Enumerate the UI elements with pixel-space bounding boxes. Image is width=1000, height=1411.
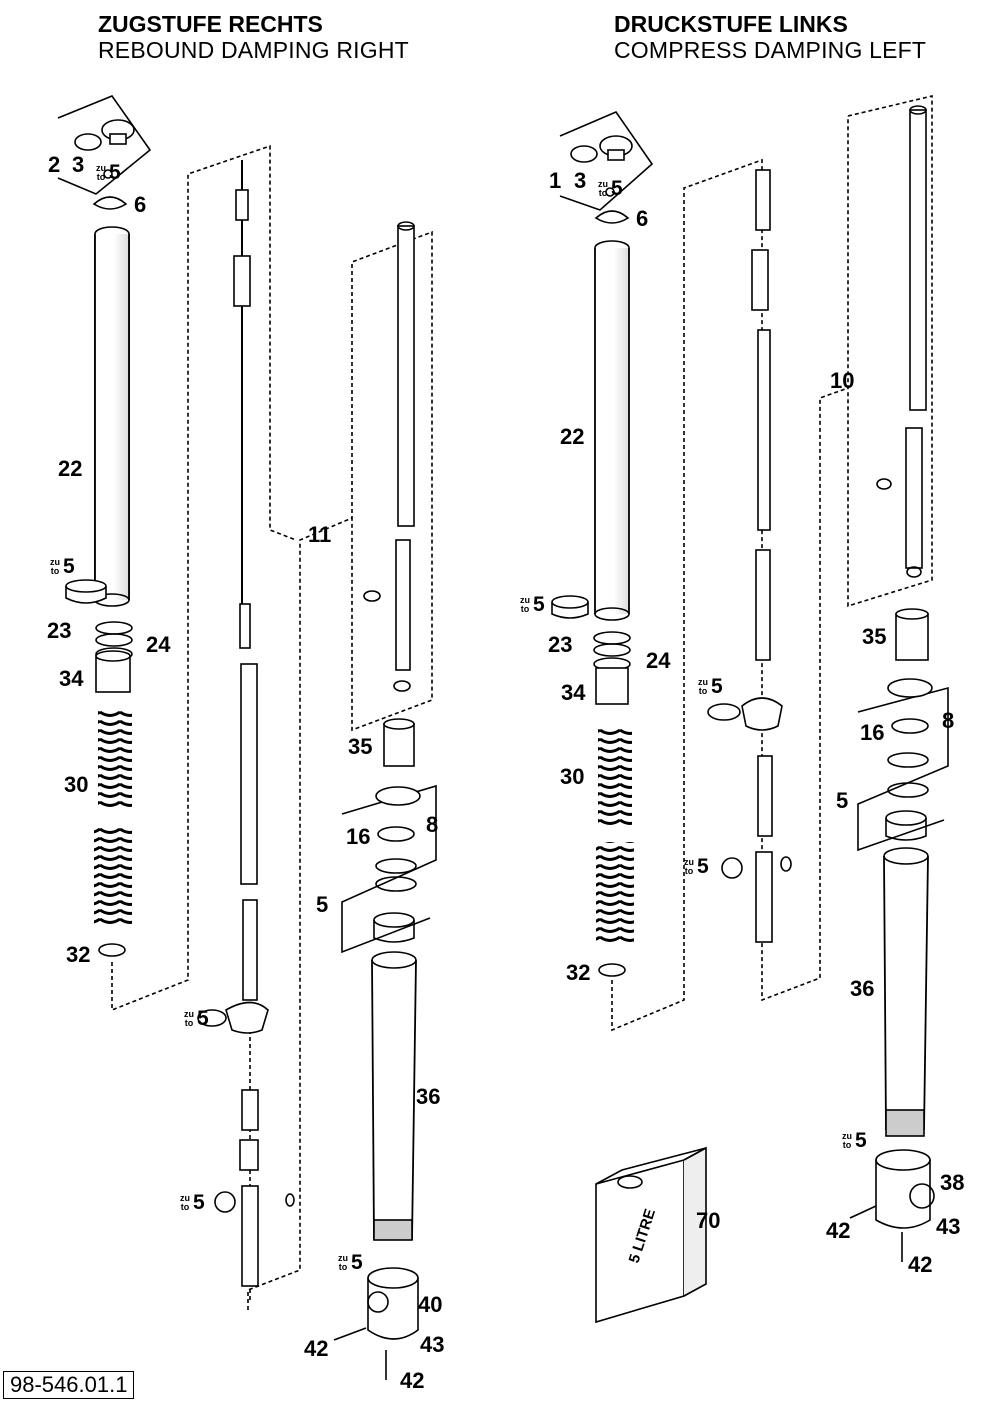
label-34: 34	[59, 666, 84, 691]
label-43: 43	[420, 1332, 445, 1357]
label-r-42-a: 42	[826, 1218, 851, 1243]
label-36: 36	[416, 1084, 441, 1109]
right-title-english: COMPRESS DAMPING LEFT	[614, 37, 927, 63]
left-outer-tube	[371, 959, 417, 1241]
label-8: 8	[426, 812, 439, 837]
right-cap-bracket	[559, 111, 654, 211]
left-oring-icon	[74, 133, 102, 151]
right-axle-foot	[875, 1160, 931, 1229]
left-spacer	[95, 655, 131, 693]
label-30: 30	[64, 772, 89, 797]
left-title-german: ZUGSTUFE RECHTS	[98, 11, 323, 37]
label-16: 16	[346, 824, 371, 849]
label-r-1: 1	[549, 168, 562, 193]
label-r-32: 32	[566, 960, 591, 985]
right-spring-upper	[598, 728, 632, 828]
left-seal-bracket	[341, 784, 437, 954]
label-r-5-bracket: 5	[836, 788, 849, 813]
label-2: 2	[48, 152, 61, 177]
right-title: DRUCKSTUFE LINKS COMPRESS DAMPING LEFT	[614, 11, 926, 63]
label-r-22: 22	[560, 424, 585, 449]
label-24: 24	[146, 632, 171, 657]
left-cap-bracket	[57, 95, 152, 195]
left-axle-foot	[367, 1278, 419, 1340]
label-r-6: 6	[636, 206, 649, 231]
label-5-bracket: 5	[316, 892, 329, 917]
right-cartridge-bracket	[847, 94, 933, 608]
document-number: 98-546.01.1	[3, 1371, 135, 1399]
label-r-16: 16	[860, 720, 885, 745]
left-spring-lower	[94, 826, 132, 926]
label-23: 23	[47, 618, 72, 643]
label-r-10: 10	[830, 368, 855, 393]
label-r-8: 8	[942, 708, 955, 733]
left-washer-icon	[92, 196, 128, 210]
left-cartridge-tube	[397, 225, 415, 527]
right-title-german: DRUCKSTUFE LINKS	[614, 11, 848, 37]
label-r-23: 23	[548, 632, 573, 657]
right-dash-bracket	[611, 158, 849, 1032]
left-dash-bracket	[111, 144, 297, 1012]
label-40: 40	[418, 1292, 443, 1317]
right-fork-tube	[595, 248, 629, 614]
label-32: 32	[66, 942, 91, 967]
label-r-38: 38	[940, 1170, 965, 1195]
right-spring-lower	[596, 842, 634, 942]
label-42-a: 42	[304, 1336, 329, 1361]
label-r-35: 35	[862, 624, 887, 649]
label-r-34: 34	[561, 680, 586, 705]
left-cartridge-bracket	[247, 230, 433, 1310]
label-6: 6	[134, 192, 147, 217]
label-r-70: 70	[696, 1208, 721, 1233]
label-r-3: 3	[574, 168, 587, 193]
label-r-30: 30	[560, 764, 585, 789]
label-22: 22	[58, 456, 83, 481]
right-cartridge-tube	[909, 109, 927, 411]
label-11: 11	[308, 522, 332, 547]
label-r-43: 43	[936, 1214, 961, 1239]
label-42-b: 42	[400, 1368, 425, 1393]
label-35: 35	[348, 734, 373, 759]
label-r-24: 24	[646, 648, 671, 673]
label-3: 3	[72, 152, 85, 177]
left-title: ZUGSTUFE RECHTS REBOUND DAMPING RIGHT	[98, 11, 409, 63]
left-spring-upper	[98, 710, 132, 810]
right-seal-bracket	[857, 686, 949, 852]
label-r-36: 36	[850, 976, 875, 1001]
right-outer-tube	[883, 855, 929, 1131]
label-r-42-b: 42	[908, 1252, 933, 1277]
left-title-english: REBOUND DAMPING RIGHT	[98, 37, 409, 63]
